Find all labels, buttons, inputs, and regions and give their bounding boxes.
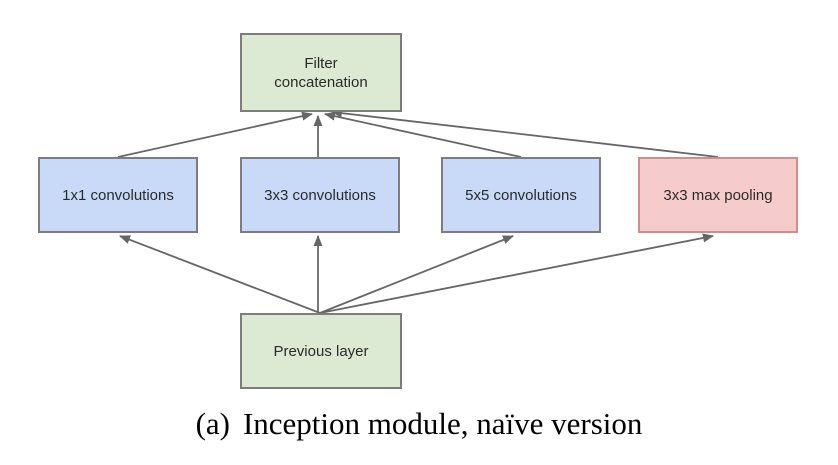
edge-previous-to-conv1x1 — [119, 235, 321, 314]
node-filter-concatenation: Filter concatenation — [240, 33, 402, 112]
figure-caption-index: (a) — [195, 406, 230, 441]
node-filter-concatenation-label: Filter concatenation — [274, 54, 368, 91]
node-previous-layer: Previous layer — [240, 313, 402, 389]
edge-maxpool-to-filter-concat — [331, 108, 719, 158]
node-3x3-convolutions-label: 3x3 convolutions — [264, 186, 376, 204]
edge-conv1x1-to-filter-concat — [117, 111, 313, 158]
figure-caption: (a) Inception module, naïve version — [0, 406, 838, 442]
node-1x1-convolutions: 1x1 convolutions — [38, 157, 198, 233]
edge-previous-to-conv5x5 — [319, 235, 514, 314]
node-1x1-convolutions-label: 1x1 convolutions — [62, 186, 174, 204]
node-5x5-convolutions: 5x5 convolutions — [441, 157, 601, 233]
node-5x5-convolutions-label: 5x5 convolutions — [465, 186, 577, 204]
edge-conv5x5-to-filter-concat — [324, 111, 522, 158]
figure-caption-title: Inception module, naïve version — [242, 406, 643, 441]
node-3x3-max-pooling: 3x3 max pooling — [638, 157, 798, 233]
node-previous-layer-label: Previous layer — [273, 342, 369, 360]
node-3x3-max-pooling-label: 3x3 max pooling — [663, 186, 773, 204]
edge-previous-to-maxpool — [319, 233, 714, 314]
node-3x3-convolutions: 3x3 convolutions — [240, 157, 400, 233]
